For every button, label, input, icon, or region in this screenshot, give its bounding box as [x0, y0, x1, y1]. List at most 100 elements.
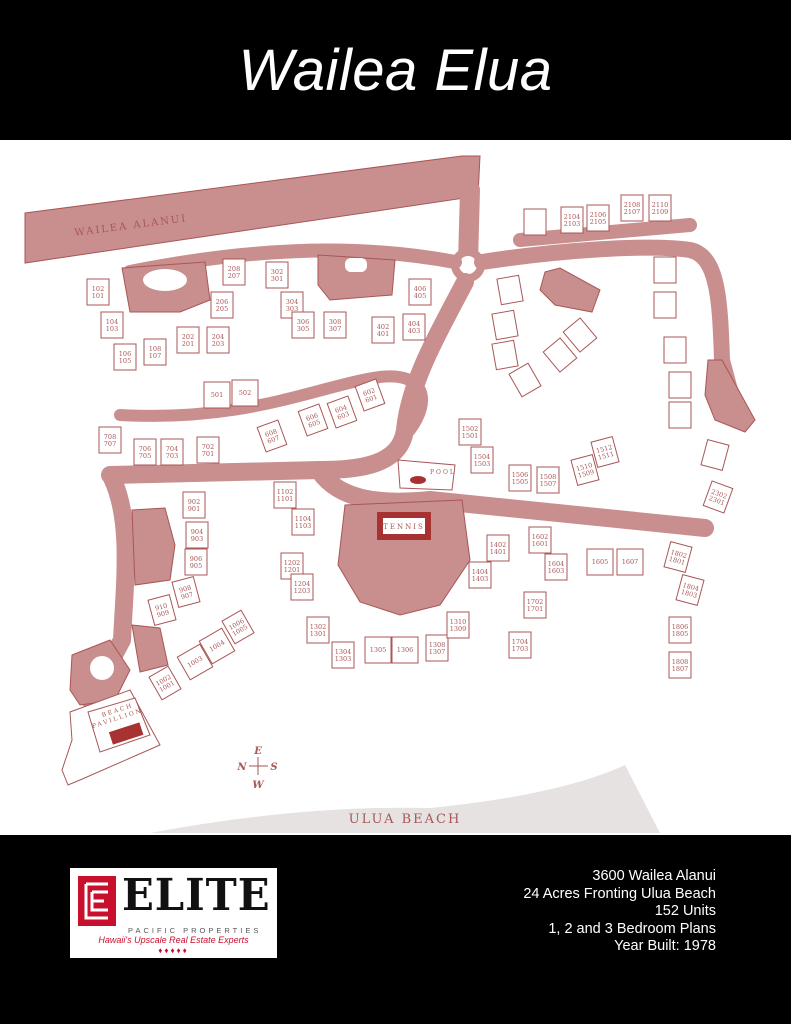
- unit-number-lower: 605: [307, 418, 321, 430]
- unit-number-lower: 1103: [295, 522, 312, 530]
- unit-number-lower: 2107: [624, 208, 641, 216]
- unit-number-lower: 1303: [335, 655, 352, 663]
- unit-building: [491, 309, 519, 341]
- unit-number-lower: 1701: [527, 605, 544, 613]
- unit-building: [508, 362, 542, 398]
- unit-count: 152 Units: [654, 903, 716, 919]
- address: 3600 Wailea Alanui: [592, 868, 716, 884]
- unit-number-upper: 702: [202, 443, 214, 451]
- unit-number-upper: 1302: [310, 623, 327, 631]
- unit-building-outline: [491, 339, 519, 371]
- unit-building-outline: [675, 573, 705, 607]
- header: Wailea Elua: [0, 0, 791, 140]
- unit-building-outline: [408, 278, 432, 306]
- unit-building-outline: [185, 521, 209, 549]
- unit-building: 1306: [391, 636, 419, 664]
- unit-building-outline: [147, 593, 177, 627]
- unit-number-lower: 707: [104, 440, 116, 448]
- unit-number-upper: 1308: [429, 641, 446, 649]
- unit-number-upper: 1607: [622, 558, 639, 566]
- unit-building-outline: [354, 378, 386, 412]
- unit-building-outline: [523, 591, 547, 619]
- unit-building: 1003: [176, 643, 214, 681]
- footer: ELITE PACIFIC PROPERTIES Hawaii's Upscal…: [0, 835, 791, 1024]
- unit-building-outline: [176, 326, 200, 354]
- pavilion-restaurant: [108, 722, 144, 745]
- unit-building-outline: [222, 258, 246, 286]
- unit-number-upper: 608: [264, 427, 278, 439]
- unit-building-outline: [291, 311, 315, 339]
- unit-number-lower: 905: [190, 562, 202, 570]
- unit-number-upper: 910: [154, 602, 168, 613]
- unit-number-lower: 105: [119, 357, 131, 365]
- unit-building-outline: [171, 575, 201, 609]
- unit-building-outline: [206, 326, 230, 354]
- compass-south: S: [270, 762, 277, 773]
- unit-number-upper: 606: [305, 411, 319, 423]
- elite-logo-mark-icon: [78, 876, 116, 926]
- unit-number-lower: 1203: [294, 587, 311, 595]
- parking-island: [345, 258, 367, 272]
- unit-buildings: 1021011041031061051081072022012042032062…: [86, 194, 734, 701]
- unit-number-lower: 1703: [512, 645, 529, 653]
- unit-number-lower: 901: [188, 505, 200, 513]
- logo-diamonds: ♦♦♦♦♦: [158, 946, 189, 955]
- unit-building-outline: [273, 481, 297, 509]
- unit-number-lower: 601: [364, 393, 378, 405]
- unit-number-upper: 1202: [284, 559, 301, 567]
- unit-number-lower: 603: [336, 410, 350, 422]
- unit-building-outline: [560, 206, 584, 234]
- unit-building-outline: [542, 337, 578, 373]
- unit-number-upper: 902: [188, 498, 200, 506]
- unit-building-outline: [700, 438, 730, 472]
- compass-east: E: [253, 746, 262, 757]
- year-built: Year Built: 1978: [614, 938, 716, 954]
- unit-number-upper: 1808: [672, 658, 689, 666]
- parking-lot: [131, 507, 176, 586]
- unit-number-upper: 2104: [564, 213, 581, 221]
- unit-number-lower: 1201: [284, 566, 301, 574]
- unit-number-lower: 207: [228, 272, 240, 280]
- unit-number-upper: 208: [228, 265, 240, 273]
- unit-number-upper: 704: [166, 445, 178, 453]
- logo-tagline: Hawaii's Upscale Real Estate Experts: [98, 935, 249, 945]
- unit-number-upper: 304: [286, 298, 298, 306]
- unit-number-lower: 307: [329, 325, 341, 333]
- unit-building-outline: [620, 194, 644, 222]
- unit-building-outline: [196, 436, 220, 464]
- unit-building-outline: [256, 419, 288, 453]
- unit-number-upper: 908: [178, 584, 192, 595]
- unit-building-outline: [371, 316, 395, 344]
- unit-building-outline: [668, 616, 692, 644]
- roundabout-island: [459, 256, 477, 274]
- unit-building-outline: [265, 261, 289, 289]
- unit-number-lower: 1503: [474, 460, 491, 468]
- unit-building-outline: [702, 480, 734, 514]
- unit-number-lower: 101: [92, 292, 104, 300]
- unit-building: [668, 401, 692, 429]
- unit-number-upper: 1704: [512, 638, 529, 646]
- beach-pavilion: [87, 697, 151, 753]
- unit-number-upper: 308: [329, 318, 341, 326]
- unit-number-upper: 1104: [295, 515, 312, 523]
- unit-building-outline: [544, 553, 568, 581]
- unit-number-lower: 1309: [450, 625, 467, 633]
- unit-number-upper: 1310: [450, 618, 467, 626]
- parking-lot: [539, 267, 601, 313]
- unit-building-outline: [446, 611, 470, 639]
